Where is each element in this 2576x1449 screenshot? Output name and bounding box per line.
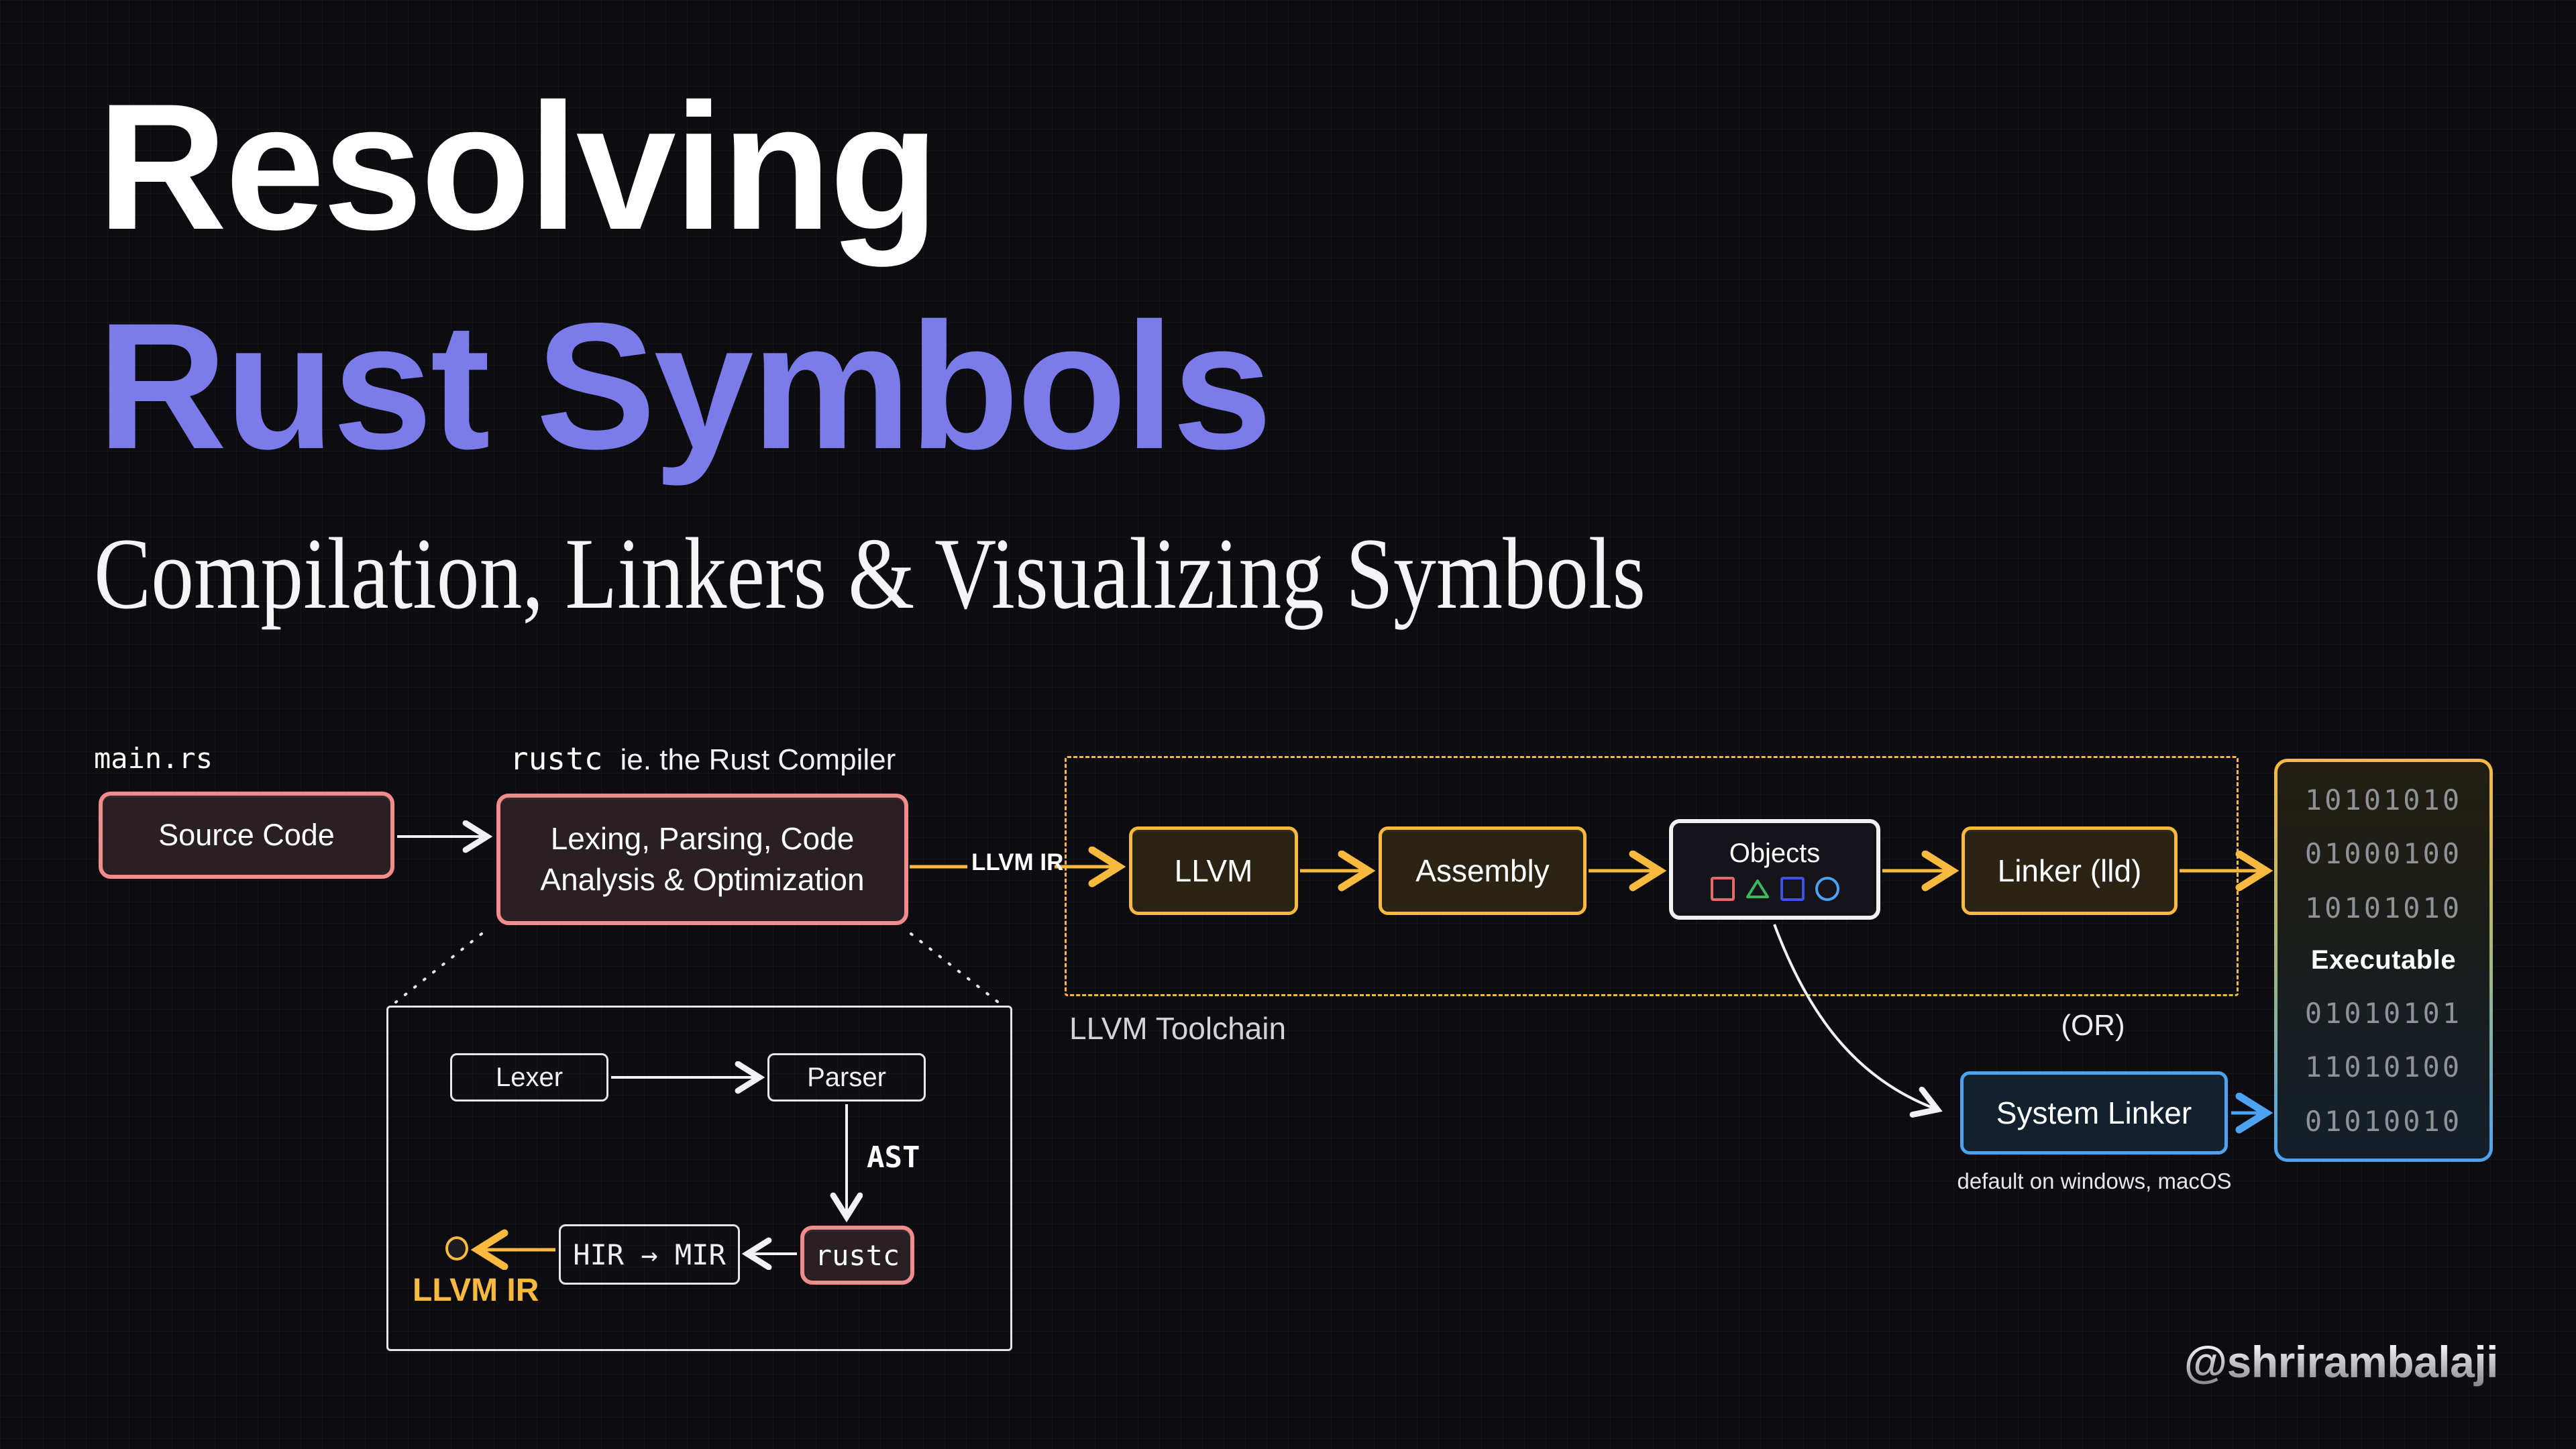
linker-lld-label: Linker (lld) — [1997, 853, 2142, 888]
author-handle: @shrirambalaji — [2184, 1337, 2499, 1387]
subtitle: Compilation, Linkers & Visualizing Symbo… — [94, 517, 1646, 630]
executable-box: 10101010 01000100 10101010 Executable 01… — [2274, 759, 2493, 1162]
rustc-compiler-box: Lexing, Parsing, Code Analysis & Optimiz… — [496, 794, 908, 925]
blue-square-icon — [1780, 876, 1805, 901]
system-linker-label: System Linker — [1996, 1095, 2192, 1130]
main-rs-label: main.rs — [94, 742, 213, 775]
assembly-label: Assembly — [1415, 853, 1550, 888]
binary-line: 01010010 — [2304, 1104, 2463, 1138]
parser-label: Parser — [807, 1062, 886, 1092]
llvm-box: LLVM — [1129, 826, 1298, 915]
llvm-toolchain-label: LLVM Toolchain — [1069, 1011, 1287, 1046]
objects-label: Objects — [1729, 838, 1821, 868]
binary-line: 10101010 — [2304, 891, 2463, 924]
parser-box: Parser — [767, 1053, 926, 1102]
ast-label: AST — [867, 1140, 920, 1175]
rustc-box-line1: Lexing, Parsing, Code — [550, 821, 855, 857]
binary-line: 01010101 — [2304, 996, 2463, 1030]
executable-label: Executable — [2310, 945, 2457, 975]
source-code-box: Source Code — [99, 792, 394, 879]
binary-line: 11010100 — [2304, 1051, 2463, 1083]
binary-line: 01000100 — [2304, 837, 2463, 870]
lexer-label: Lexer — [495, 1062, 564, 1092]
rustc-caption-mono: rustc — [510, 741, 603, 777]
hir-mir-label: HIR → MIR — [573, 1238, 726, 1271]
rustc-box-line2: Analysis & Optimization — [540, 862, 865, 897]
assembly-box: Assembly — [1379, 826, 1587, 915]
executable-box-content: 10101010 01000100 10101010 Executable 01… — [2277, 762, 2489, 1159]
llvm-ir-edge-label: LLVM IR — [971, 849, 1064, 875]
page-title: Resolving Rust Symbols — [97, 57, 1273, 496]
llvm-ir-node-icon — [445, 1236, 468, 1260]
rustc-caption: rustc ie. the Rust Compiler — [510, 741, 896, 777]
llvm-label: LLVM — [1174, 853, 1253, 888]
blue-circle-icon — [1815, 876, 1839, 901]
green-triangle-icon — [1746, 879, 1769, 898]
system-linker-box: System Linker — [1960, 1071, 2228, 1155]
system-linker-caption: default on windows, macOS — [1957, 1169, 2232, 1193]
binary-line: 10101010 — [2304, 783, 2463, 816]
hir-mir-box: HIR → MIR — [559, 1224, 740, 1285]
or-label: (OR) — [2061, 1009, 2125, 1042]
linker-lld-box: Linker (lld) — [1962, 826, 2178, 915]
object-shapes — [1710, 876, 1839, 901]
source-code-label: Source Code — [158, 818, 335, 852]
llvm-ir-sub-label: LLVM IR — [413, 1273, 539, 1308]
objects-box: Objects — [1669, 819, 1880, 920]
red-square-icon — [1710, 876, 1735, 901]
title-line-2: Rust Symbols — [97, 284, 1273, 486]
rustc-internals-frame — [386, 1006, 1012, 1351]
lexer-box: Lexer — [450, 1053, 608, 1102]
title-line-1: Resolving — [97, 66, 939, 267]
rustc-small-box: rustc — [800, 1226, 914, 1285]
rustc-caption-rest: ie. the Rust Compiler — [620, 743, 896, 776]
rustc-small-label: rustc — [814, 1238, 900, 1272]
